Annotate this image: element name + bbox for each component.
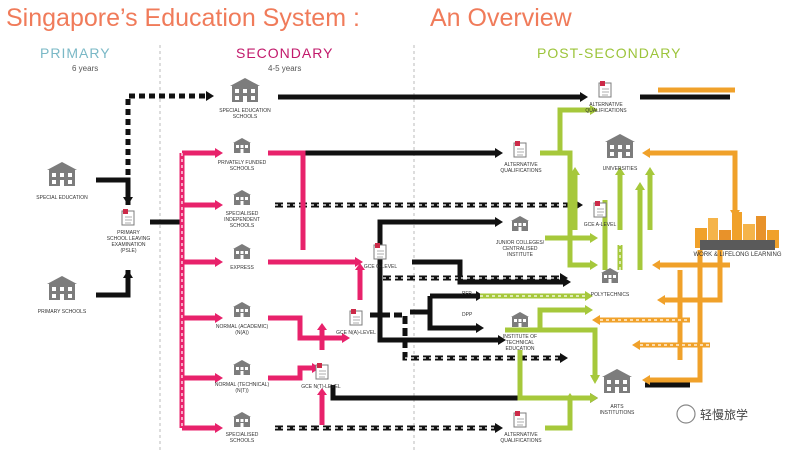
normal-technical-building-icon: [233, 360, 251, 375]
label-privately-funded: PRIVATELY FUNDED SCHOOLS: [217, 160, 267, 172]
label-ptp: PFP: [462, 291, 472, 297]
pink-arrowheads: [215, 148, 365, 433]
label-universities: UNIVERSITIES: [602, 166, 638, 172]
stage-secondary-label: SECONDARY: [236, 45, 334, 61]
privately-funded-schools-building-icon: [233, 138, 251, 153]
green-arrowheads: [565, 105, 655, 403]
label-normal-academic: NORMAL (ACADEMIC) (N(A)): [215, 324, 269, 336]
label-express: EXPRESS: [230, 265, 254, 271]
gce-na-level-certificate-icon: [349, 308, 363, 326]
special-education-building-icon: [47, 162, 77, 186]
title-part1: Singapore’s Education System :: [6, 4, 360, 32]
polytechnics-building-icon: [601, 268, 619, 283]
black-arrowheads: [123, 91, 598, 433]
dashed-overlay: [275, 204, 575, 429]
label-gce-o: GCE O-LEVEL: [363, 264, 398, 270]
label-arts: ARTS INSTITUTIONS: [599, 404, 635, 416]
label-alt-qual-top: ALTERNATIVE QUALIFICATIONS: [585, 102, 627, 114]
stage-post-secondary-label: POST-SECONDARY: [537, 45, 682, 61]
psle-certificate-icon: [121, 208, 135, 226]
label-special-ed-schools: SPECIAL EDUCATION SCHOOLS: [219, 108, 271, 120]
universities-building-icon: [605, 134, 635, 158]
stage-primary-label: PRIMARY: [40, 45, 111, 61]
label-dpp: DPP: [462, 312, 473, 318]
stage-secondary-years: 4-5 years: [268, 64, 302, 73]
alt-qual-mid-certificate-icon: [513, 140, 527, 158]
primary-schools-building-icon: [47, 276, 77, 300]
label-jc: JUNIOR COLLEGES/ CENTRALISED INSTITUTE: [495, 240, 545, 258]
arts-institutions-building-icon: [602, 369, 632, 393]
gce-a-level-certificate-icon: [593, 200, 607, 218]
stage-primary-years: 6 years: [72, 64, 99, 73]
specialised-independent-schools-building-icon: [233, 190, 251, 205]
title-part2: An Overview: [430, 4, 572, 32]
label-psle: PRIMARY SCHOOL LEAVING EXAMINATION (PSLE…: [106, 230, 151, 254]
label-ite: INSTITUTE OF TECHNICAL EDUCATION: [502, 334, 538, 352]
gce-o-level-certificate-icon: [373, 242, 387, 260]
specialised-schools-building-icon: [233, 412, 251, 427]
watermark-icon: [676, 404, 696, 424]
label-specialised-independent: SPECIALISED INDEPENDENT SCHOOLS: [224, 211, 260, 229]
city-icon: [695, 212, 779, 250]
label-work-lifelong: WORK & LIFELONG LEARNING: [693, 252, 782, 258]
label-primary-schools: PRIMARY SCHOOLS: [37, 309, 87, 315]
label-gce-a: GCE A-LEVEL: [583, 222, 617, 228]
gce-nt-level-certificate-icon: [315, 362, 329, 380]
label-polytechnics: POLYTECHNICS: [590, 292, 630, 298]
pink-flow-lines: [179, 150, 363, 431]
watermark-text: 轻慢旅学: [700, 408, 749, 422]
junior-colleges-building-icon: [511, 216, 529, 231]
alt-qual-bottom-certificate-icon: [513, 410, 527, 428]
alt-qual-top-certificate-icon: [598, 80, 612, 98]
special-education-schools-building-icon: [230, 78, 260, 102]
label-normal-technical: NORMAL (TECHNICAL) (N(T)): [214, 382, 270, 394]
label-specialised-schools: SPECIALISED SCHOOLS: [225, 432, 259, 444]
orange-dash-overlay: [600, 319, 710, 346]
express-building-icon: [233, 244, 251, 259]
normal-academic-building-icon: [233, 302, 251, 317]
label-gce-na: GCE N(A)-LEVEL: [336, 330, 376, 336]
label-gce-nt: GCE N(T)-LEVEL: [301, 384, 341, 390]
label-alt-qual-bottom: ALTERNATIVE QUALIFICATIONS: [500, 432, 542, 444]
orange-flow-lines: [600, 87, 738, 383]
label-special-education: SPECIAL EDUCATION: [36, 195, 88, 201]
label-alt-qual-mid: ALTERNATIVE QUALIFICATIONS: [500, 162, 542, 174]
green-dash-overlay: [480, 245, 621, 297]
ite-building-icon: [511, 312, 529, 327]
